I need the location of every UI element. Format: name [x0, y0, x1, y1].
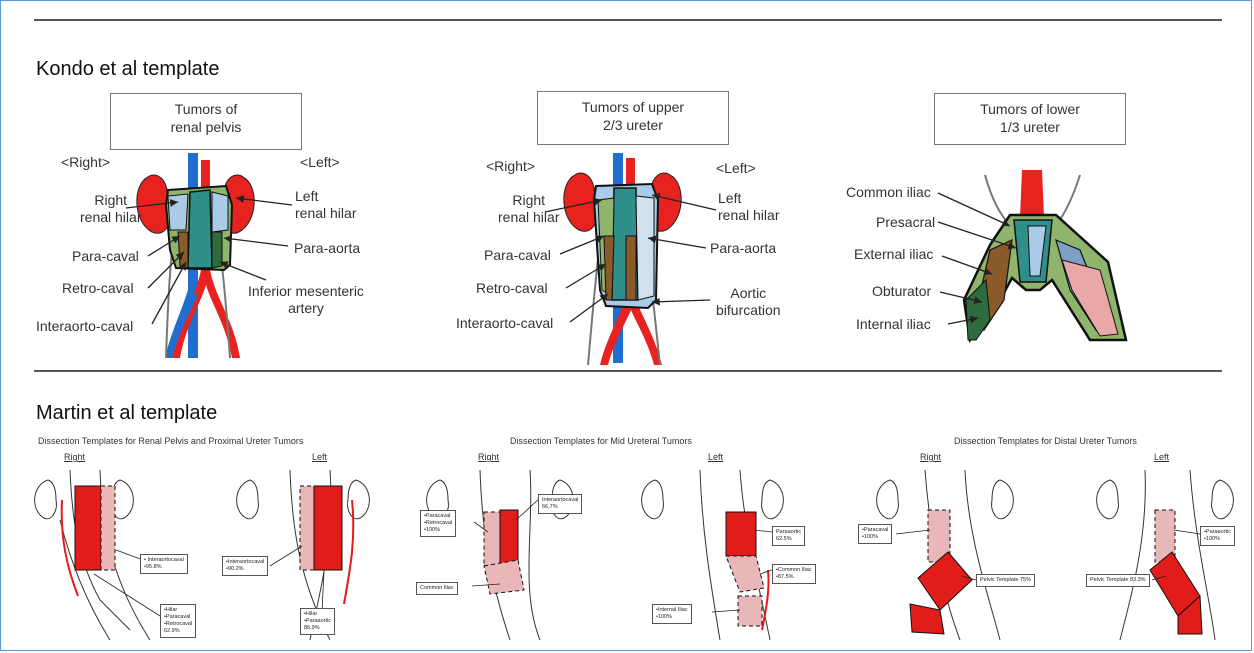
martin-p2-callout-common-iliac-right: Common Iliac: [416, 582, 458, 595]
martin-p3-heading: Dissection Templates for Distal Ureter T…: [954, 436, 1137, 446]
martin-p1-left-label: Left: [312, 452, 327, 462]
martin-p1-right-label: Right: [64, 452, 85, 462]
martin-p3-callout-paracaval: •Paracaval•100%: [858, 524, 892, 544]
martin-p2-callout-internal-iliac: •Internal Iliac•100%: [652, 604, 692, 624]
martin-p3-left-label: Left: [1154, 452, 1169, 462]
martin-p3-callout-paraaortic: •Paraaortic•100%: [1200, 526, 1235, 546]
martin-p1-callout-interaortocaval-left: •Interaortocaval•90.2%: [222, 556, 268, 576]
martin-p1-heading: Dissection Templates for Renal Pelvis an…: [38, 436, 303, 446]
martin-p1-callout-interaortocaval-right: • Interaortocaval•95.8%: [140, 554, 188, 574]
martin-p2-left-label: Left: [708, 452, 723, 462]
martin-p3-callout-pelvic-right: Pelvic Template 75%: [976, 574, 1035, 587]
martin-p2-callout-common-iliac-left: •Common Iliac•87.5%: [772, 564, 816, 584]
martin-p2-heading: Dissection Templates for Mid Ureteral Tu…: [510, 436, 692, 446]
martin-p3-right-label: Right: [920, 452, 941, 462]
martin-p2-callout-paracaval: •Paracaval•Retrocaval•100%: [420, 510, 456, 537]
martin-p3-callout-pelvic-left: Pelvic Template 83.3%: [1086, 574, 1150, 587]
martin-p2-right-label: Right: [478, 452, 499, 462]
